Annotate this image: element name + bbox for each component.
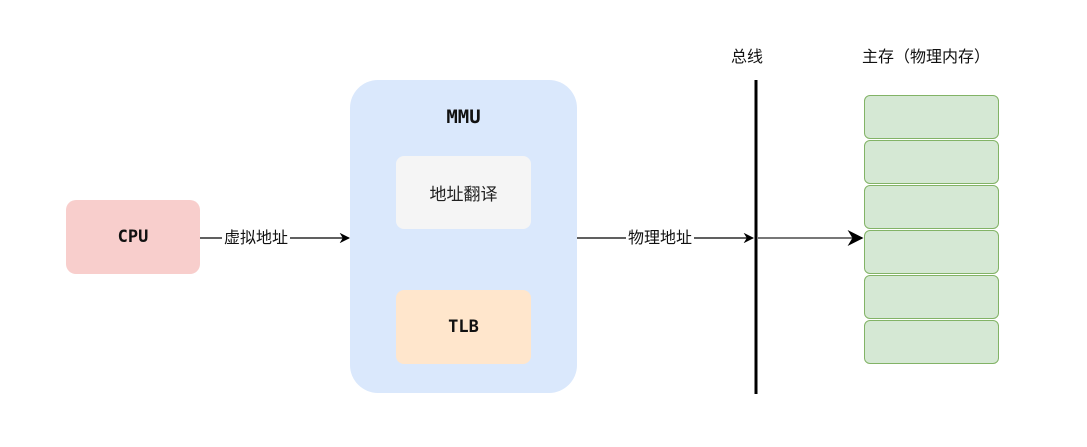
- mmu-label: MMU: [446, 106, 481, 128]
- memory-cell: [864, 320, 999, 364]
- memory-cell: [864, 185, 999, 229]
- physical-address-label: 物理地址: [626, 228, 695, 247]
- cpu-label: CPU: [117, 227, 149, 247]
- tlb-box: TLB: [396, 290, 531, 364]
- memory-cell: [864, 95, 999, 139]
- tlb-label: TLB: [448, 317, 479, 337]
- address-translation-label: 地址翻译: [429, 185, 498, 205]
- main-memory-label: 主存（物理内存）: [862, 47, 991, 66]
- memory-cell: [864, 275, 999, 319]
- memory-cell: [864, 230, 999, 274]
- address-translation-box: 地址翻译: [396, 156, 531, 229]
- memory-cell: [864, 140, 999, 184]
- cpu-box: CPU: [66, 200, 200, 274]
- virtual-address-label: 虚拟地址: [222, 228, 291, 247]
- bus-label: 总线: [731, 47, 764, 66]
